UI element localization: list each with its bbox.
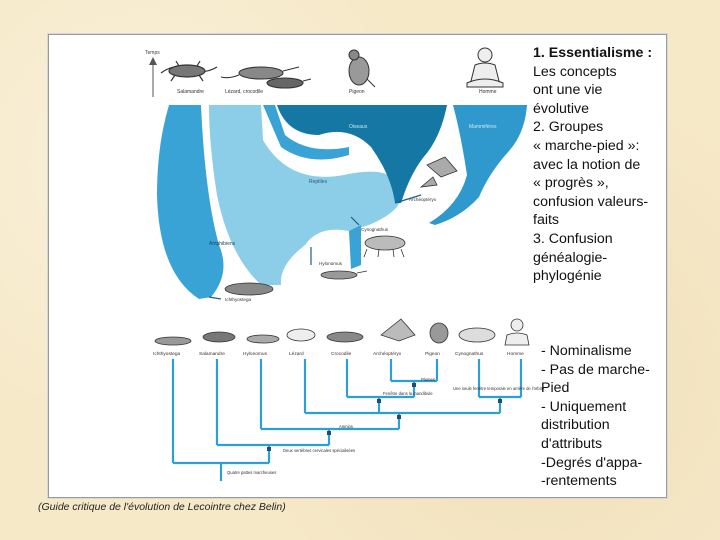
notes-top-line: généalogie- <box>533 249 608 266</box>
taxon-label-ichthyostega: Ichthyostega <box>153 351 181 357</box>
character-label-vertebres: Deux vertèbres cervicales spécialisées <box>283 448 355 453</box>
notes-top-line: évolutive <box>533 100 589 117</box>
taxon-label-crocodile: Crocodile <box>331 351 352 357</box>
archeopteryx-drawing <box>419 156 458 188</box>
character-label-pattes: Quatre pattes marcheuses <box>227 470 276 475</box>
ichthyostega-drawing <box>224 282 274 296</box>
birds-branch <box>277 105 447 203</box>
hylonomus-drawing <box>320 270 368 280</box>
taxon-label-hylonomus: Hylonomus <box>243 351 268 357</box>
connector-ichthyostega <box>208 296 222 300</box>
cynognathus-drawing <box>363 235 406 258</box>
time-axis-label: Temps <box>145 50 160 56</box>
species-label-pigeon: Pigeon <box>349 89 365 95</box>
group-label-oiseaux: Oiseaux <box>349 124 368 130</box>
group-label-amphibiens: Amphibiens <box>209 241 236 247</box>
notes-top-line: confusion valeurs- <box>533 193 649 210</box>
mammals-branch <box>429 105 527 225</box>
human-drawing <box>466 47 504 88</box>
notes-top-line: 1. Essentialisme : <box>533 45 653 61</box>
character-label-amnios: Amnios <box>339 424 353 429</box>
notes-bottom-line: distribution <box>541 417 610 434</box>
notes-top-line: « marche-pied »: <box>533 137 640 154</box>
bottom-animal-drawings <box>154 318 530 346</box>
salamander-drawing <box>160 60 218 82</box>
reptiles-branch <box>209 105 402 285</box>
diagram-canvas: Temps Salamandre Lézard, crocodile Pig <box>145 47 545 481</box>
notes-top-line: avec la notion de <box>533 156 641 173</box>
connector-archeopteryx <box>394 194 422 204</box>
notes-top-line: « progrès », <box>533 175 609 192</box>
taxon-label-salamandre: Salamandre <box>199 351 225 357</box>
taxon-label-pigeon: Pigeon <box>425 351 440 357</box>
ancestor-label-ichthyostega: Ichthyostega <box>225 297 251 302</box>
character-markers <box>267 383 502 451</box>
taxon-label-homme: Homme <box>507 351 524 357</box>
character-label-fenetre-temporale-text: Une seule fenêtre temporale en arrière d… <box>453 386 545 391</box>
notes-bottom-line: - Nominalisme <box>541 343 632 359</box>
notes-bottom-line: d'attributs <box>541 435 603 452</box>
notes-top-line: 2. Groupes <box>533 119 604 136</box>
group-label-mammiferes: Mammifères <box>469 124 497 130</box>
character-label-fenetre-mandibule: Fenêtre dans la mandibule <box>383 391 433 396</box>
time-axis-arrow <box>149 57 157 65</box>
connector-cynognathus <box>350 216 360 226</box>
ancestor-label-cynognathus: Cynognathus <box>361 227 389 232</box>
amphibians-branch <box>157 105 224 299</box>
cynognathus-trunk <box>349 225 361 269</box>
taxon-label-lezard: Lézard <box>289 351 304 357</box>
taxon-label-archeopteryx: Archéoptéryx <box>373 351 402 357</box>
taxon-label-cynognathus: Cynognathus <box>455 351 484 357</box>
species-label-homme: Homme <box>479 89 497 95</box>
notes-bottom-line: Pied <box>541 380 570 397</box>
ancestor-label-archeopteryx: Archéoptéryx <box>409 197 437 202</box>
notes-bottom-line: - Pas de marche- <box>541 361 650 378</box>
notes-bottom-line: -rentements <box>541 473 617 490</box>
figure-panel: Temps Salamandre Lézard, crocodile Pig <box>48 34 667 498</box>
lizard-branch <box>263 105 349 160</box>
ancestor-label-hylonomus: Hylonomus <box>319 261 343 266</box>
cladogram-lines <box>171 359 523 481</box>
source-caption: (Guide critique de l'évolution de Lecoin… <box>38 501 286 513</box>
notes-top: 1. Essentialisme : Les concepts ont une … <box>533 44 652 286</box>
notes-top-line: faits <box>533 212 560 229</box>
group-label-reptiles: Reptiles <box>309 179 328 185</box>
notes-top-line: 3. Confusion <box>533 230 613 247</box>
species-label-salamandre: Salamandre <box>177 89 204 95</box>
species-label-lezard-crocodile: Lézard, crocodile <box>225 89 263 95</box>
character-label-plumes: Plumes <box>421 377 435 382</box>
notes-top-line: ont une vie <box>533 82 603 99</box>
notes-top-line: Les concepts <box>533 63 617 80</box>
pigeon-drawing <box>348 49 376 88</box>
notes-bottom: - Nominalisme - Pas de marche- Pied - Un… <box>541 342 650 491</box>
notes-top-line: phylogénie <box>533 268 602 285</box>
character-label-fenetre-temporale: Une seule fenêtre temporale en arrière d… <box>453 386 545 391</box>
notes-bottom-line: - Uniquement <box>541 398 627 415</box>
notes-bottom-line: -Degrés d'appa- <box>541 454 643 471</box>
lizard-crocodile-drawing <box>220 66 312 89</box>
